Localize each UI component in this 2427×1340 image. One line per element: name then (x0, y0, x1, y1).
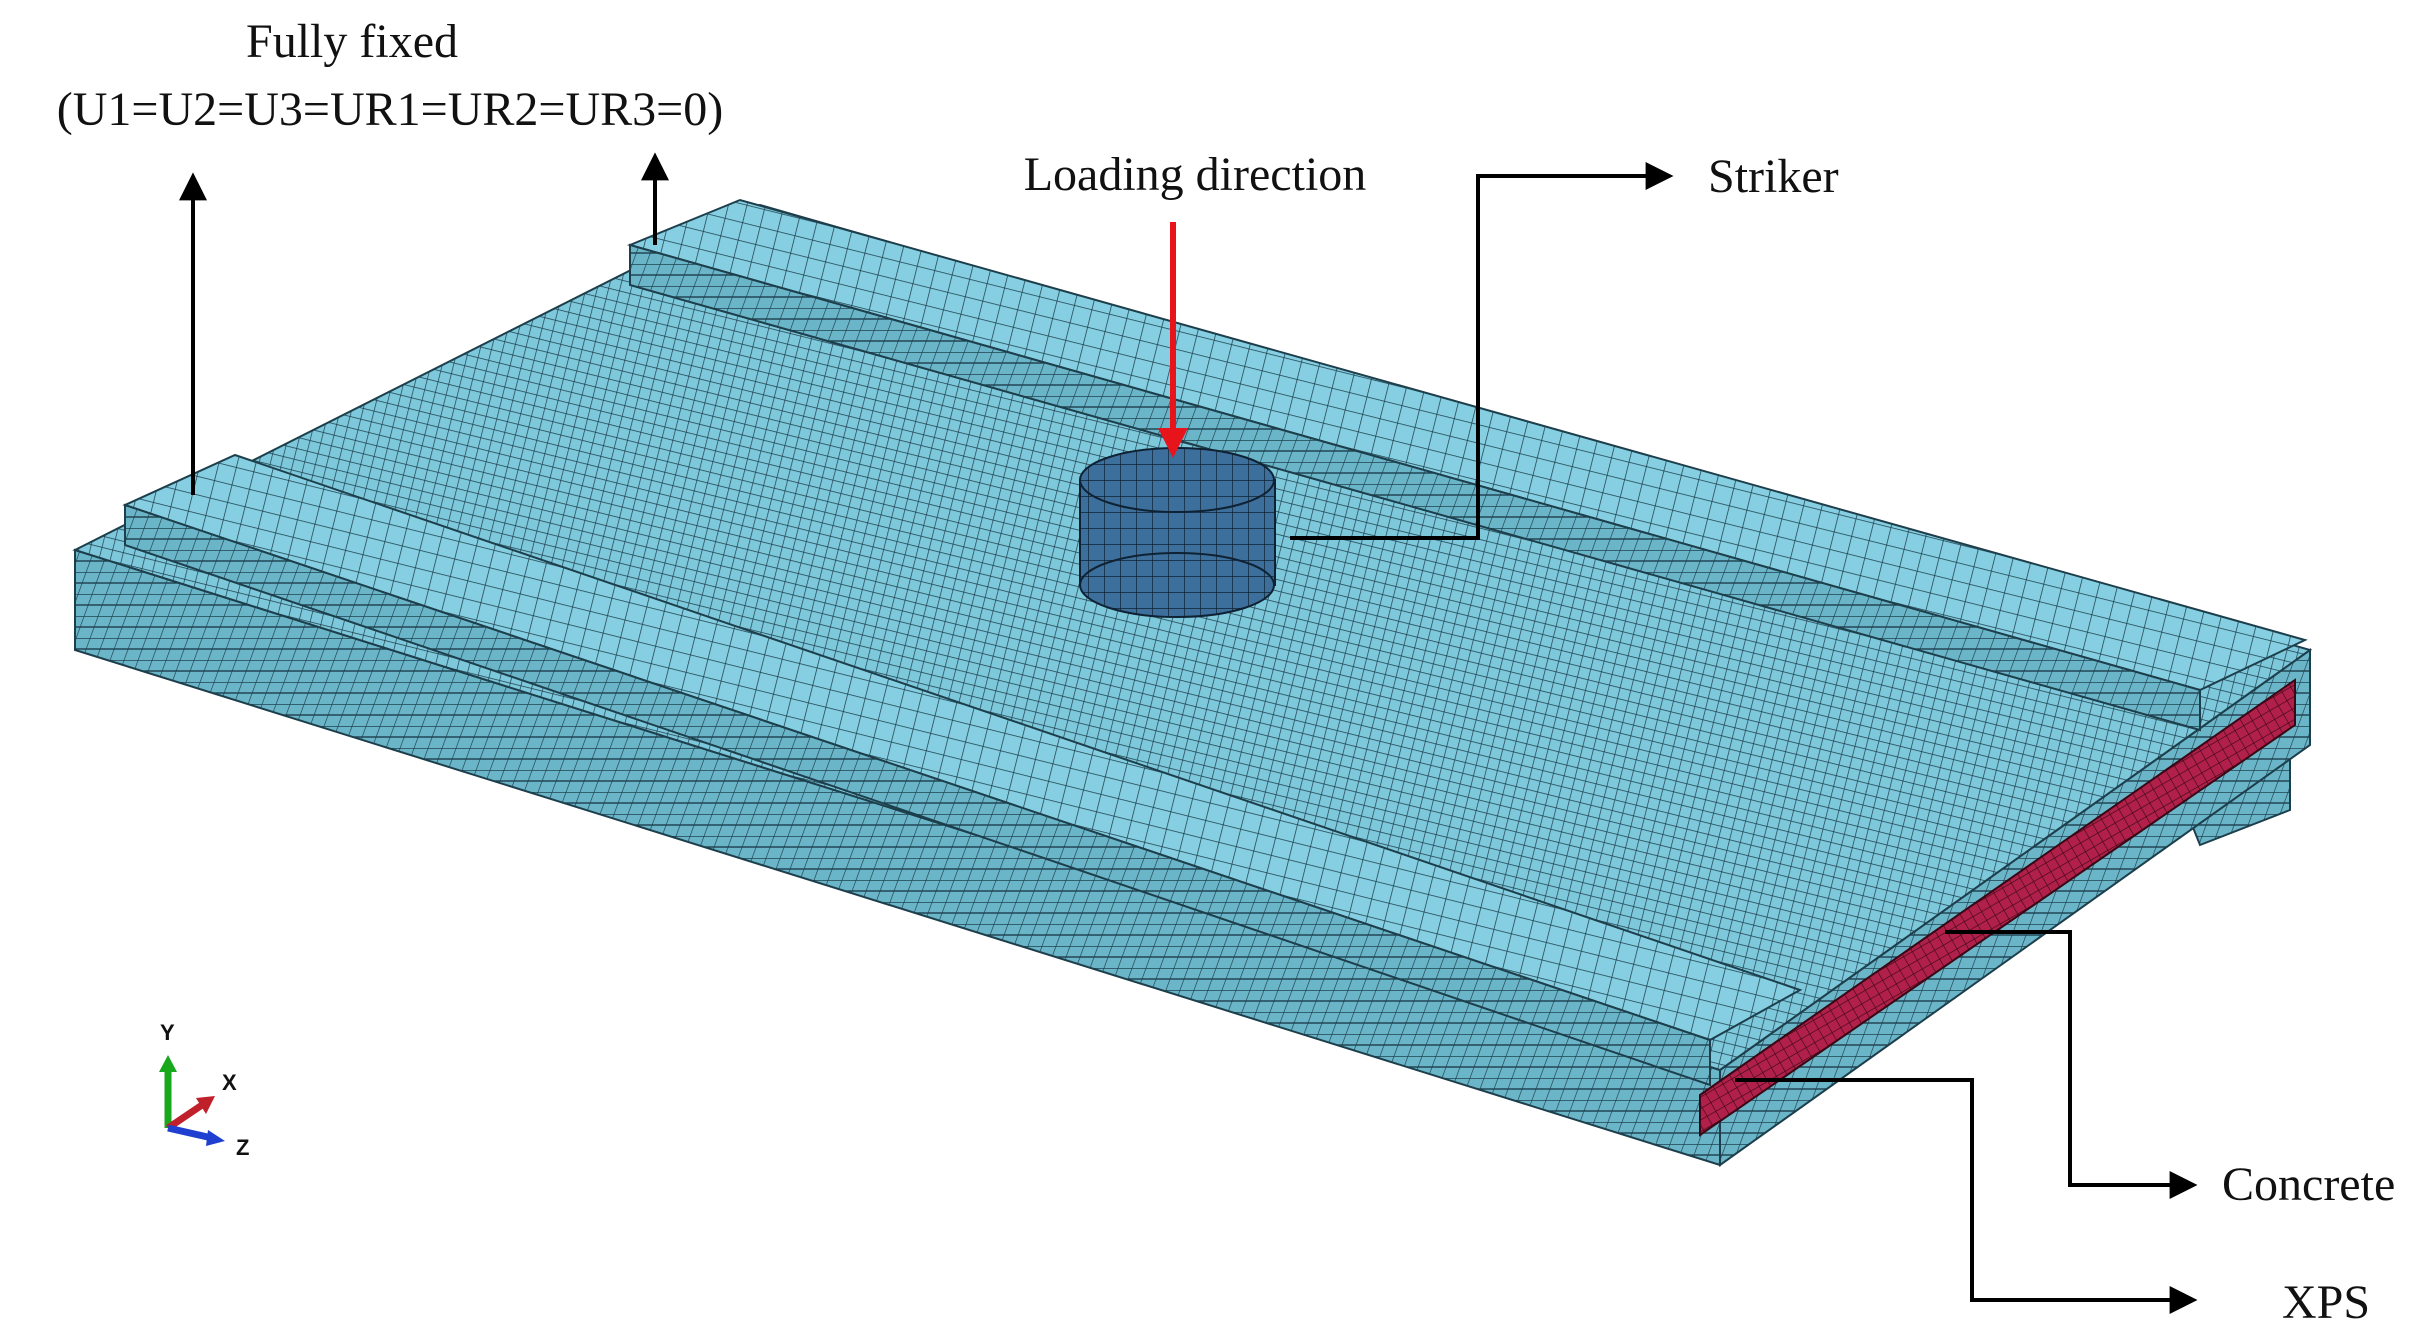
support-strip-front-side (124, 503, 1711, 1087)
axis-y-label: Y (160, 1020, 175, 1045)
striker-leader (1290, 162, 1674, 540)
axis-triad-icon: Y X Z (159, 1020, 249, 1160)
xps-core-layer (1699, 678, 2296, 1137)
concrete-leader (1945, 930, 2198, 1199)
loading-direction-label: Loading direction (1024, 148, 1367, 201)
xps-leader (1735, 1078, 2198, 1314)
support-strip-back-side (629, 243, 2201, 732)
striker-cylinder (1079, 447, 1276, 618)
slab-model (72, 198, 2313, 1167)
boundary-detail: (U1=U2=U3=UR1=UR2=UR3=0) (57, 83, 723, 136)
concrete-label: Concrete (2222, 1158, 2395, 1211)
striker-label: Striker (1708, 150, 1839, 203)
boundary-title: Fully fixed (246, 15, 458, 68)
axis-x-label: X (222, 1070, 237, 1095)
xps-label: XPS (2282, 1276, 2370, 1329)
axis-z-label: Z (236, 1135, 249, 1160)
